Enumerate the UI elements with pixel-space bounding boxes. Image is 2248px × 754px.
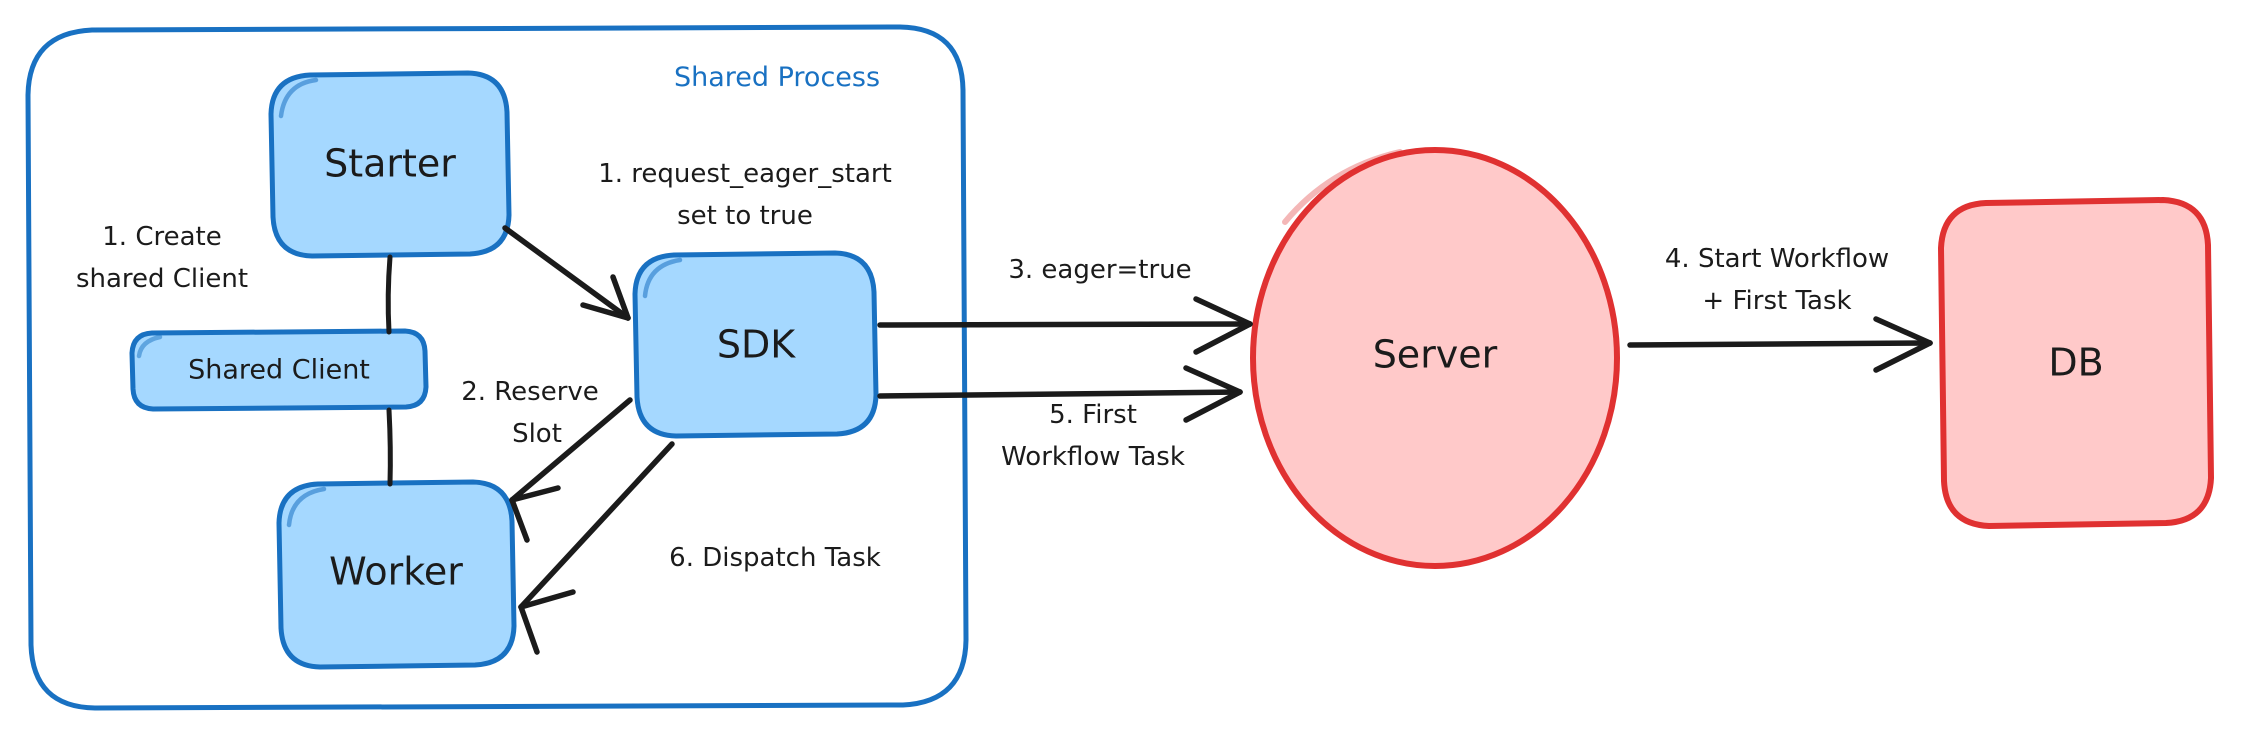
node-sdk[interactable] xyxy=(632,250,879,439)
node-shared-client-label: Shared Client xyxy=(188,355,370,386)
node-worker-label: Worker xyxy=(329,550,463,594)
edge-label-create-shared-client-line1: 1. Create xyxy=(102,222,221,252)
shared-process-container xyxy=(25,24,969,711)
edge-label-start-workflow-line1: 4. Start Workflow xyxy=(1665,244,1889,274)
edge-label-dispatch-task: 6. Dispatch Task xyxy=(669,543,881,573)
connector-starter-shared-client xyxy=(385,254,393,335)
node-db[interactable] xyxy=(1938,197,2214,529)
connector-shared-client-worker xyxy=(386,407,393,487)
arrow-starter-to-sdk xyxy=(502,225,631,321)
edge-label-reserve-slot-line1: 2. Reserve xyxy=(461,377,599,407)
node-worker[interactable] xyxy=(276,479,517,670)
node-shared-client[interactable] xyxy=(129,328,429,412)
node-starter[interactable] xyxy=(268,70,512,259)
arrow-sdk-to-server-eager xyxy=(877,296,1253,355)
edge-label-create-shared-client-line2: shared Client xyxy=(76,264,248,294)
edge-label-first-workflow-task-line1: 5. First xyxy=(1049,400,1137,430)
edge-label-start-workflow-line2: + First Task xyxy=(1702,286,1851,316)
node-sdk-label: SDK xyxy=(717,323,796,367)
arrow-sdk-to-worker-reserve xyxy=(509,397,633,543)
edge-label-reserve-slot-line2: Slot xyxy=(512,419,562,449)
arrow-sdk-to-server-first-task xyxy=(877,365,1243,423)
shared-process-label: Shared Process xyxy=(674,62,880,93)
node-db-label: DB xyxy=(2048,341,2103,385)
node-starter-label: Starter xyxy=(324,142,456,186)
edge-label-first-workflow-task-line2: Workflow Task xyxy=(1001,442,1185,472)
edge-label-request-eager-start-line1: 1. request_eager_start xyxy=(598,159,892,189)
edge-label-eager-true: 3. eager=true xyxy=(1008,255,1191,285)
arrow-sdk-to-worker-dispatch xyxy=(518,441,675,655)
arrow-server-to-db xyxy=(1627,316,1933,373)
node-server[interactable] xyxy=(1250,147,1620,569)
node-server-label: Server xyxy=(1373,333,1498,377)
edge-label-request-eager-start-line2: set to true xyxy=(677,201,813,231)
